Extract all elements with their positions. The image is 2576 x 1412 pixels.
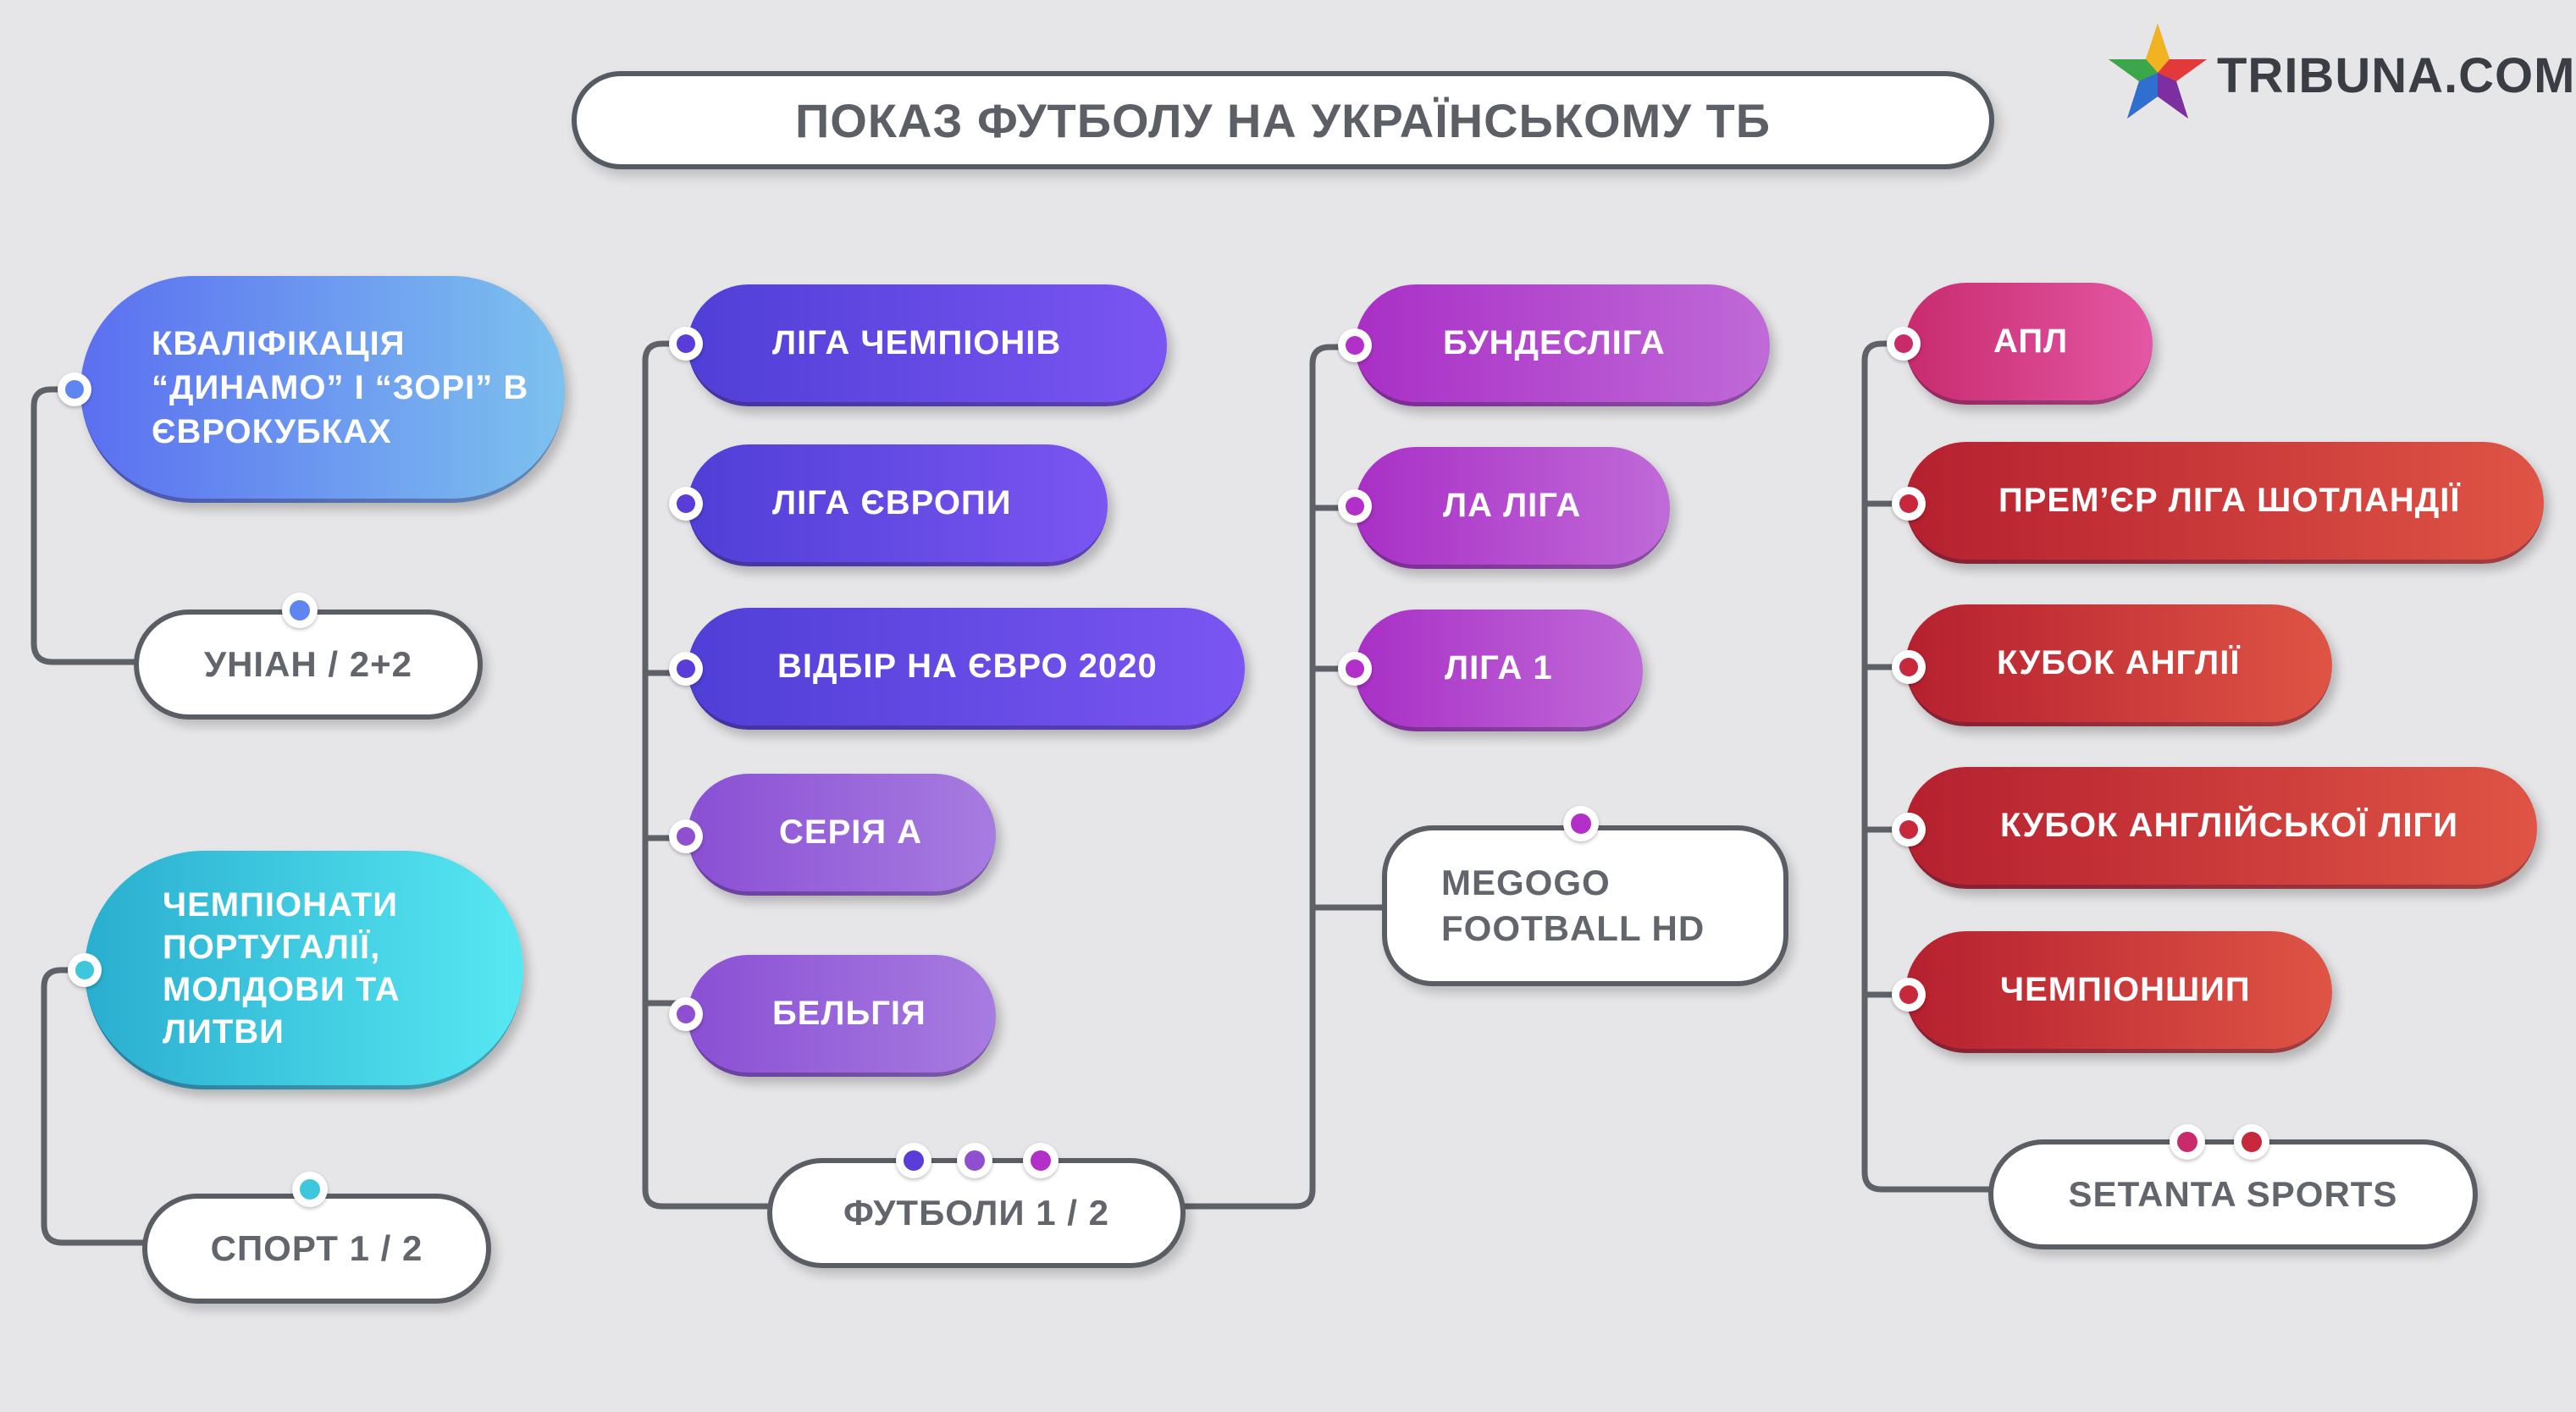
league-label: БЕЛЬГІЯ [772, 995, 926, 1032]
league-label: ЛІГА ЧЕМПІОНІВ [772, 324, 1062, 361]
connector-dot [282, 593, 318, 628]
connector-dot [669, 487, 703, 521]
connector-dot [1892, 487, 1926, 521]
connector-dot [669, 327, 703, 361]
tribuna-logo[interactable]: TRIBUNA.COM [2107, 22, 2574, 124]
topic-sport: ЧЕМПІОНАТИ ПОРТУГАЛІЇ, МОЛДОВИ ТА ЛИТВИ [85, 851, 523, 1089]
connector-dot [1338, 489, 1372, 523]
connector-dot [2234, 1124, 2269, 1160]
league-label: АПЛ [1993, 323, 2069, 360]
connector-dot [58, 372, 91, 406]
league-champions-league: ЛІГА ЧЕМПІОНІВ [688, 284, 1167, 406]
league-label: ЛІГА ЄВРОПИ [772, 484, 1012, 521]
connector-dot [669, 652, 703, 686]
league-label: ЛА ЛІГА [1443, 487, 1582, 524]
channel-sport[interactable]: СПОРТ 1 / 2 [142, 1194, 491, 1304]
connector-dot [1023, 1143, 1059, 1178]
connector-dot [1887, 327, 1921, 361]
channel-sport-label: СПОРТ 1 / 2 [210, 1228, 423, 1268]
league-bundesliga: БУНДЕСЛІГА [1355, 284, 1770, 406]
connector-dot [1338, 652, 1372, 686]
league-euro-2020-qualifiers: ВІДБІР НА ЄВРО 2020 [688, 608, 1245, 730]
league-epl: АПЛ [1905, 283, 2153, 405]
page-title: ПОКАЗ ФУТБОЛУ НА УКРАЇНСЬКОМУ ТБ [572, 71, 1994, 169]
connector-dot [68, 953, 102, 987]
connector-dot [2170, 1124, 2205, 1160]
connector-dot [1892, 650, 1926, 684]
channel-setanta-label: SETANTA SPORTS [2068, 1174, 2398, 1214]
channel-megogo[interactable]: MEGOGO FOOTBALL HD [1382, 825, 1788, 986]
league-label: КУБОК АНГЛІЇ [1997, 644, 2241, 681]
league-europa-league: ЛІГА ЄВРОПИ [688, 444, 1108, 566]
connector-dot [1892, 813, 1926, 847]
channel-uniian[interactable]: УНІАН / 2+2 [134, 609, 483, 720]
channel-futboly-label: ФУТБОЛИ 1 / 2 [843, 1193, 1109, 1233]
league-label: КУБОК АНГЛІЙСЬКОЇ ЛІГИ [2000, 807, 2458, 844]
league-championship: ЧЕМПІОНШИП [1905, 931, 2332, 1053]
connector-dot [669, 997, 703, 1031]
connector-dot [896, 1143, 931, 1178]
connector-dot [1892, 978, 1926, 1012]
topic-sport-label: ЧЕМПІОНАТИ ПОРТУГАЛІЇ, МОЛДОВИ ТА ЛИТВИ [163, 885, 401, 1051]
league-label: БУНДЕСЛІГА [1443, 324, 1666, 361]
league-scottish-premiership: ПРЕМ’ЄР ЛІГА ШОТЛАНДІЇ [1905, 442, 2544, 564]
league-label: ЧЕМПІОНШИП [2000, 971, 2251, 1008]
league-serie-a: СЕРІЯ А [688, 774, 996, 896]
connector-dot [1338, 328, 1372, 362]
connector-dot [292, 1172, 328, 1207]
league-label: ВІДБІР НА ЄВРО 2020 [777, 648, 1158, 685]
connector-dot [1563, 806, 1599, 841]
league-la-liga: ЛА ЛІГА [1355, 447, 1670, 569]
league-label: ПРЕМ’ЄР ЛІГА ШОТЛАНДІЇ [1998, 482, 2461, 519]
league-efl-cup: КУБОК АНГЛІЙСЬКОЇ ЛІГИ [1905, 767, 2537, 889]
channel-futboly[interactable]: ФУТБОЛИ 1 / 2 [767, 1158, 1186, 1268]
league-label: СЕРІЯ А [779, 814, 923, 851]
league-ligue-1: ЛІГА 1 [1355, 609, 1643, 731]
connector-dot [957, 1143, 992, 1178]
star-logo-icon [2109, 24, 2207, 119]
channel-megogo-label: MEGOGO FOOTBALL HD [1441, 863, 1705, 948]
channel-uniian-label: УНІАН / 2+2 [203, 644, 413, 684]
league-label: ЛІГА 1 [1445, 649, 1553, 687]
topic-uniian: КВАЛІФІКАЦІЯ “ДИНАМО” І “ЗОРІ” В ЄВРОКУБ… [80, 276, 565, 503]
league-belgium: БЕЛЬГІЯ [688, 955, 996, 1077]
channel-setanta[interactable]: SETANTA SPORTS [1988, 1139, 2478, 1249]
logo-text: TRIBUNA.COM [2217, 48, 2576, 103]
topic-uniian-label: КВАЛІФІКАЦІЯ “ДИНАМО” І “ЗОРІ” В ЄВРОКУБ… [152, 324, 529, 450]
connector-dot [669, 819, 703, 853]
league-fa-cup: КУБОК АНГЛІЇ [1905, 604, 2332, 726]
